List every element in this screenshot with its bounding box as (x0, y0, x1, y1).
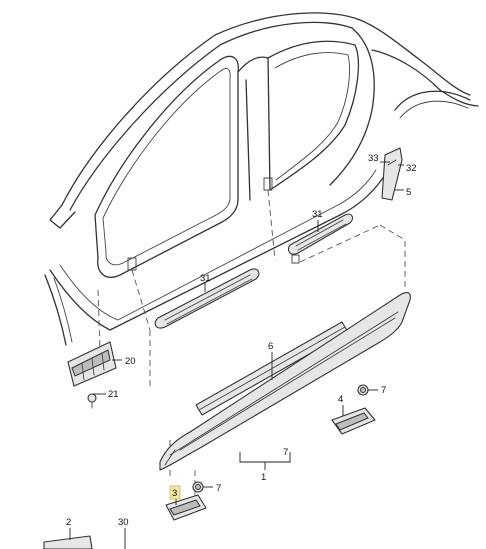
rear-sill-plate (287, 213, 354, 255)
callout-31-front: 31 (200, 273, 211, 284)
mounting-bracket-left (165, 494, 207, 521)
clip-bottom (192, 481, 204, 493)
callout-6: 6 (268, 341, 273, 352)
sill-panel (159, 292, 411, 471)
front-sill-plate (154, 268, 260, 329)
callout-2: 2 (66, 517, 71, 528)
screw-part (87, 393, 97, 409)
leader-lines (69, 161, 404, 540)
clip-right (357, 384, 369, 396)
callout-5: 5 (406, 187, 411, 198)
callout-30: 30 (118, 517, 129, 528)
car-body-outline (44, 12, 479, 346)
callout-7-group: 7 (283, 447, 288, 458)
callout-3: 3 (172, 488, 177, 499)
callout-4: 4 (338, 394, 343, 405)
mounting-bracket-right (331, 407, 376, 435)
callout-1: 1 (261, 472, 266, 483)
callout-7-right: 7 (381, 385, 386, 396)
callout-21: 21 (108, 389, 119, 400)
rear-trim-part (381, 147, 403, 201)
callout-32: 32 (406, 163, 417, 174)
guide-lines (97, 189, 406, 500)
bottom-part-2 (43, 535, 93, 549)
callout-3-highlight (169, 485, 181, 500)
callout-20: 20 (125, 356, 136, 367)
bracket-part (67, 341, 117, 387)
callout-31-rear: 31 (312, 209, 323, 220)
callout-7-bottom: 7 (216, 483, 221, 494)
callout-33: 33 (368, 153, 379, 164)
